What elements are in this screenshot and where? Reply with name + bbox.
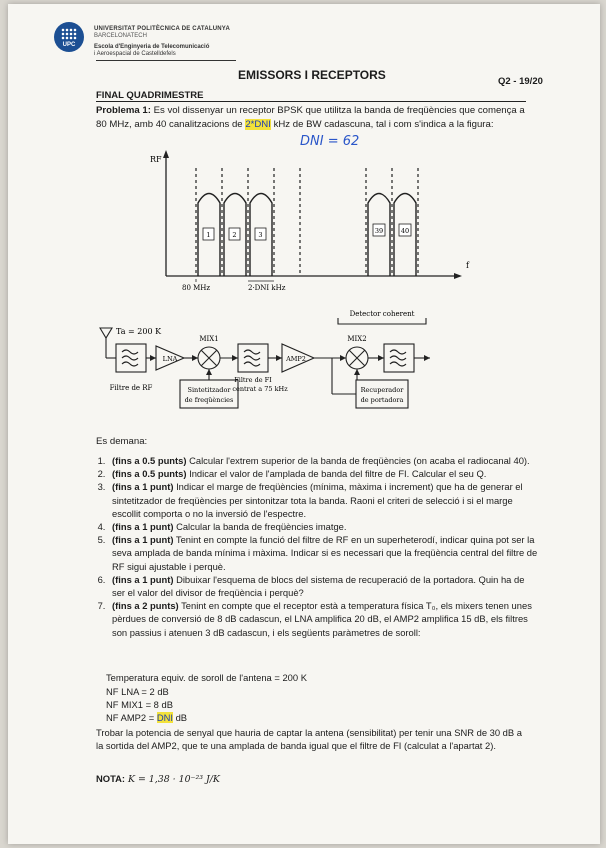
university-name: UNIVERSITAT POLITÈCNICA DE CATALUNYA (94, 26, 230, 32)
carrier-recovery-label-2: de portadora (361, 396, 404, 404)
mix2-label: MIX2 (347, 335, 366, 343)
problem-text-a: Es vol dissenyar un receptor BPSK que ut… (96, 105, 525, 130)
channel-40: 40 (401, 227, 409, 235)
question-item: (fins a 1 punt) Indicar el marge de freq… (108, 480, 540, 520)
start-frequency-label: 80 MHz (182, 284, 210, 292)
carrier-recovery-label-1: Recuperador (361, 386, 405, 394)
nf-lna: NF LNA = 2 dB (106, 686, 169, 697)
spectrum-figure: RF f 1 2 3 (150, 150, 470, 292)
spectrum-y-label: RF (150, 155, 162, 164)
rf-filter-label: Filtre de RF (110, 384, 153, 392)
antenna-noise-temp: Temperatura equiv. de soroll de l'antena… (106, 672, 307, 683)
question-item: (fins a 1 punt) Tenint en compte la func… (108, 533, 540, 573)
antenna-temp-label: Ta = 200 K (116, 327, 162, 336)
upc-logo: UPC (54, 22, 84, 52)
university-subname: BARCELONATECH (94, 33, 147, 39)
if-filter-label-2: centrat a 75 kHz (232, 385, 288, 393)
question-item: (fins a 2 punts) Tenint en compte que el… (108, 599, 540, 639)
question-list: (fins a 0.5 punts) Calcular l'extrem sup… (96, 454, 540, 639)
handwritten-dni: DNI = 62 (300, 134, 360, 149)
header-divider (96, 60, 236, 61)
nf-mix1: NF MIX1 = 8 dB (106, 699, 173, 710)
page-title: EMISSORS I RECEPTORS (238, 68, 386, 82)
nota: NOTA: K = 1,38 · 10⁻²³ J/K (96, 773, 220, 785)
questions-intro: Es demana: (96, 436, 148, 447)
problem-label: Problema 1: (96, 105, 151, 116)
exam-sheet: UPC UNIVERSITAT POLITÈCNICA DE CATALUNYA… (8, 4, 600, 844)
exam-subtitle: FINAL QUADRIMESTRE (96, 90, 204, 101)
question-item: (fins a 0.5 punts) Calcular l'extrem sup… (108, 454, 540, 467)
nf-amp2: NF AMP2 = DNI dB (106, 712, 188, 723)
channel-2: 2 (232, 231, 236, 239)
synthesizer-label-2: de freqüències (185, 396, 234, 404)
channel-39: 39 (375, 227, 383, 235)
synthesizer-label-1: Sintetitzador (188, 386, 232, 394)
question-item: (fins a 1 punt) Dibuixar l'esquema de bl… (108, 573, 540, 599)
question-item: (fins a 0.5 punts) Indicar el valor de l… (108, 467, 540, 480)
lna-label: LNA (163, 355, 178, 363)
channel-1: 1 (206, 231, 210, 239)
coherent-detector-label: Detector coherent (350, 310, 415, 318)
school-name-2: i Aeroespacial de Castelldefels (94, 51, 176, 57)
quarter-label: Q2 - 19/20 (498, 76, 543, 87)
problem-text-b: kHz de BW cadascuna, tal i com s'indica … (270, 119, 494, 130)
problem-statement: Problema 1: Es vol dissenyar un receptor… (96, 104, 528, 132)
mix1-label: MIX1 (199, 335, 218, 343)
dni-highlight-2: DNI (156, 712, 173, 723)
channel-bw-label: 2·DNI kHz (248, 284, 286, 292)
if-filter-label-1: Filtre de FI (234, 376, 272, 384)
channel-3: 3 (258, 231, 262, 239)
receiver-block-diagram: Ta = 200 K Filtre de RF LNA MIX1 Sinteti… (99, 310, 430, 409)
final-question-text: Trobar la potencia de senyal que hauria … (96, 727, 522, 751)
spectrum-x-label: f (466, 261, 470, 270)
amp2-label: AMP2 (285, 355, 306, 363)
question-item: (fins a 1 punt) Calcular la banda de fre… (108, 520, 540, 533)
dni-highlight: 2*DNI (245, 119, 271, 130)
school-name: Escola d'Enginyeria de Telecomunicació (94, 44, 210, 50)
title-rule (96, 101, 526, 102)
